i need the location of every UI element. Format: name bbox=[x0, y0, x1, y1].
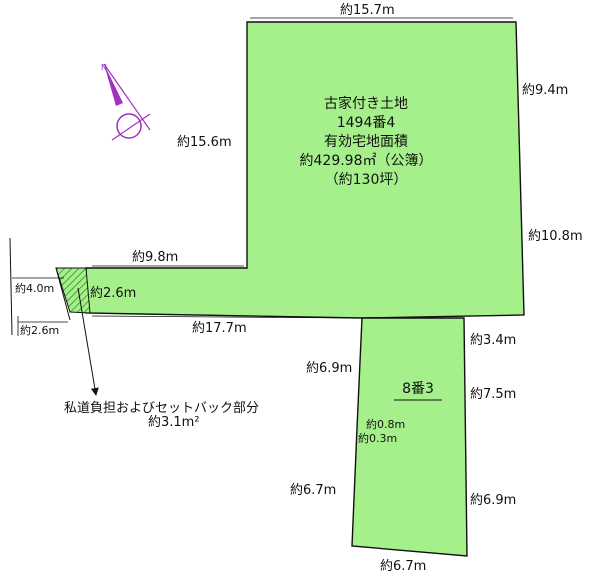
dim-stem-left-upper: 約6.9m bbox=[306, 361, 352, 376]
dim-right-upper: 約9.4m bbox=[522, 83, 568, 98]
dim-neck-bottom: 約17.7m bbox=[192, 321, 247, 336]
dim-side-4: 約4.0m bbox=[15, 281, 54, 295]
lot-1494-4 bbox=[85, 21, 525, 319]
dim-notch-a: 約0.8m bbox=[366, 417, 405, 431]
title-line-4: 約429.98㎡（公簿） bbox=[300, 153, 433, 169]
dim-top: 約15.7m bbox=[340, 3, 395, 18]
dim-notch-b: 約0.3m bbox=[358, 431, 397, 445]
dim-stem-right-upper: 約7.5m bbox=[470, 387, 516, 402]
title-line-3: 有効宅地面積 bbox=[324, 134, 408, 150]
setback-area-label: 約3.1m² bbox=[148, 415, 200, 430]
dim-neck-top: 約9.8m bbox=[132, 250, 178, 265]
dim-stem-right-lower: 約6.9m bbox=[470, 493, 516, 508]
title-line-2: 1494番4 bbox=[337, 115, 396, 131]
dim-neck-end: 約2.6m bbox=[90, 286, 136, 301]
title-line-1: 古家付き土地 bbox=[324, 95, 408, 112]
north-arrow-icon: N bbox=[101, 63, 151, 141]
dim-right-lower: 約10.8m bbox=[528, 229, 583, 244]
road-line-2 bbox=[55, 267, 71, 321]
dim-neck-bottom-line bbox=[91, 315, 359, 319]
dim-junction: 約3.4m bbox=[470, 333, 516, 348]
title-line-5: （約130坪） bbox=[325, 172, 408, 188]
dim-side-26: 約2.6m bbox=[20, 323, 59, 337]
svg-text:N: N bbox=[101, 63, 107, 72]
dim-stem-left-lower: 約6.7m bbox=[290, 483, 336, 498]
setback-leader bbox=[77, 287, 99, 396]
setback-area bbox=[55, 267, 91, 314]
dim-left-upper: 約15.6m bbox=[177, 135, 232, 150]
sub-lot-label: 8番3 bbox=[402, 381, 434, 397]
road-line-1 bbox=[9, 237, 13, 336]
setback-label: 私道負担およびセットバック部分 bbox=[64, 401, 259, 416]
dim-bottom: 約6.7m bbox=[380, 559, 426, 574]
